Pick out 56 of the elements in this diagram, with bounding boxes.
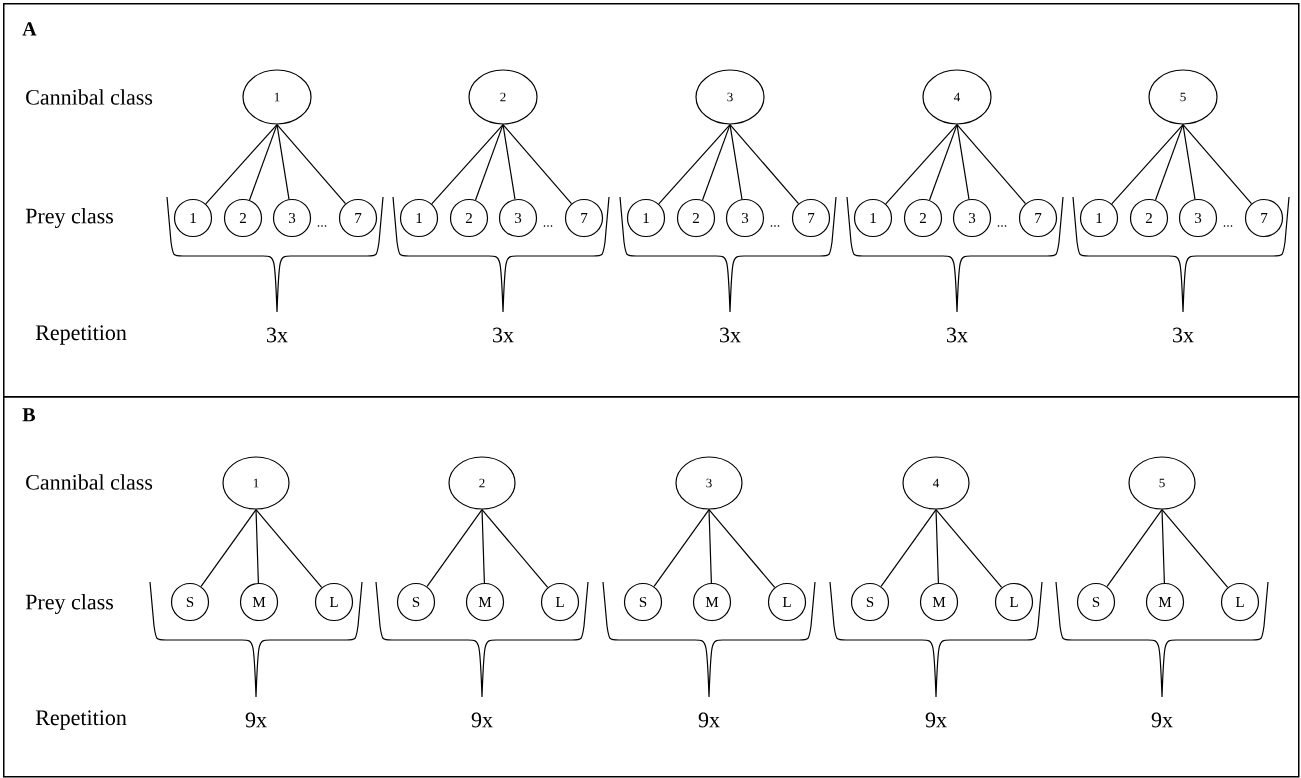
connector-line [200,509,257,588]
connector-line [1111,124,1184,205]
row-label: Cannibal class [26,474,153,490]
repetition-count: 9x [471,712,493,728]
ellipsis: ... [1223,225,1233,227]
connector-line [255,509,323,588]
row-label: Prey class [25,208,113,228]
repetition-count: 3x [1173,327,1194,343]
ellipsis: ... [543,225,553,227]
connector-line [248,124,278,201]
connector-line [956,124,970,200]
connector-line [431,124,504,205]
connector-line [701,124,731,201]
ellipsis: ... [770,225,780,227]
connector-line [1161,509,1229,588]
connector-line [1182,124,1196,200]
connector-line [880,509,937,588]
connector-line [426,509,483,588]
connector-line [935,509,1003,588]
connector-line [956,124,1027,205]
connector-line [653,509,710,588]
connector-line [474,124,504,201]
row-label: Cannibal class [26,89,153,105]
connector-line [255,509,259,584]
connector-line [729,124,743,200]
connector-line [481,509,485,584]
repetition-count: 3x [267,327,288,343]
connector-line [502,124,516,200]
row-label: Repetition [35,325,127,345]
repetition-count: 9x [245,712,267,728]
connector-line [502,124,573,205]
repetition-count: 9x [925,712,947,728]
connector-line [708,509,776,588]
connector-line [1154,124,1184,201]
connector-line [205,124,278,205]
connector-line [481,509,549,588]
connector-line [935,509,939,584]
connector-line [276,124,347,205]
connector-line [928,124,958,201]
repetition-count: 9x [698,712,720,728]
repetition-count: 3x [947,327,968,343]
connector-line [1182,124,1253,205]
connector-line [1106,509,1163,588]
connector-line [729,124,800,205]
repetition-count: 3x [720,327,741,343]
ellipsis: ... [317,225,327,227]
connector-line [708,509,712,584]
connector-line [276,124,290,200]
connector-line [885,124,958,205]
row-label: Repetition [35,710,127,730]
connector-line [1161,509,1165,584]
row-label: Prey class [25,594,113,614]
repetition-count: 9x [1151,712,1173,728]
ellipsis: ... [997,225,1007,227]
connector-line [658,124,731,205]
repetition-count: 3x [493,327,514,343]
